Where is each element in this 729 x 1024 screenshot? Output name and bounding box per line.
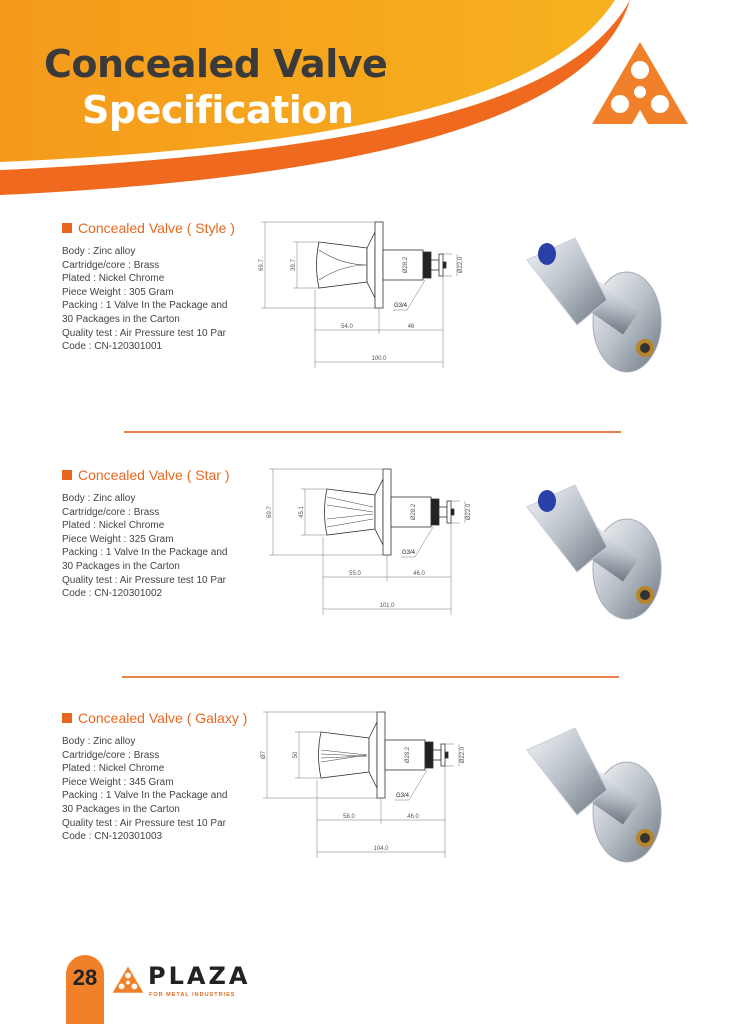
dimension-label: Ø22.0 bbox=[460, 746, 466, 763]
product-section: Concealed Valve ( Galaxy ) Body : Zinc a… bbox=[62, 710, 702, 863]
dimension-label: 54.0 bbox=[341, 324, 353, 330]
spec-line: Body : Zinc alloy bbox=[62, 246, 136, 257]
brand-name: PLAZA bbox=[148, 962, 251, 990]
dimension-label: 45.1 bbox=[299, 506, 305, 518]
divider bbox=[122, 676, 619, 678]
dimension-label: 46.0 bbox=[413, 571, 425, 577]
spec-line: 30 Packages in the Carton bbox=[62, 313, 180, 325]
brand-logo-icon bbox=[592, 42, 688, 124]
spec-line: Quality test : Air Pressure test 10 Par bbox=[62, 327, 226, 339]
product-title: Concealed Valve ( Style ) bbox=[62, 220, 702, 236]
dimension-label: Ø28.2 bbox=[411, 503, 417, 520]
spec-line: Piece Weight : 345 Gram bbox=[62, 776, 174, 788]
brand-tagline: FOR METAL INDUSTRIES bbox=[149, 992, 236, 998]
product-photo-style bbox=[526, 237, 662, 373]
product-title-text: Concealed Valve ( Style ) bbox=[78, 220, 235, 236]
product-photo-galaxy bbox=[526, 727, 662, 863]
spec-line: Body : Zinc alloy bbox=[62, 493, 136, 504]
brand-logo-icon bbox=[112, 966, 144, 993]
spec-line: Plated : Nickel Chrome bbox=[62, 273, 165, 285]
page-subtitle: Specification bbox=[82, 88, 354, 132]
technical-drawing: Ø7 50 Ø28.2 Ø22.0 G3/4 58.0 46.0 104.0 bbox=[261, 711, 466, 858]
technical-drawing: 69.7 45.1 Ø28.2 Ø22.0 G3/4 55.0 46.0 101.0 bbox=[267, 468, 472, 615]
dimension-label: Ø28.2 bbox=[405, 746, 411, 763]
dimension-label: 104.0 bbox=[373, 846, 389, 852]
bullet-square-icon bbox=[62, 470, 72, 480]
divider bbox=[124, 431, 621, 433]
product-title-text: Concealed Valve ( Galaxy ) bbox=[78, 710, 248, 726]
page-title: Concealed Valve bbox=[44, 42, 388, 86]
dimension-label: Ø28.2 bbox=[403, 256, 409, 273]
spec-line: Piece Weight : 325 Gram bbox=[62, 533, 174, 545]
product-section: Concealed Valve ( Star ) Body : Zinc all… bbox=[62, 467, 702, 620]
spec-line: Quality test : Air Pressure test 10 Par bbox=[62, 574, 226, 586]
dimension-label: 69.7 bbox=[259, 259, 265, 271]
spec-line: Packing : 1 Valve In the Package and bbox=[62, 300, 228, 312]
product-photo-star bbox=[526, 484, 662, 620]
spec-line: Cartridge/core : Brass bbox=[62, 506, 160, 518]
dimension-label: 100.0 bbox=[371, 356, 387, 362]
dimension-label: 101.0 bbox=[379, 603, 395, 609]
header-banner bbox=[0, 0, 630, 195]
spec-line: Quality test : Air Pressure test 10 Par bbox=[62, 817, 226, 829]
spec-line: Code : CN-120301001 bbox=[62, 341, 163, 353]
spec-line: Cartridge/core : Brass bbox=[62, 749, 160, 761]
technical-drawing: 69.7 39.7 Ø28.2 Ø22.0 G3/4 54.0 46 100.0 bbox=[259, 221, 464, 368]
bullet-square-icon bbox=[62, 713, 72, 723]
dimension-label: Ø22.0 bbox=[458, 256, 464, 273]
dimension-label: Ø22.0 bbox=[466, 503, 472, 520]
product-section: Concealed Valve ( Style ) Body : Zinc al… bbox=[62, 220, 702, 373]
product-title: Concealed Valve ( Star ) bbox=[62, 467, 702, 483]
bullet-square-icon bbox=[62, 223, 72, 233]
spec-line: 30 Packages in the Carton bbox=[62, 803, 180, 815]
spec-line: Plated : Nickel Chrome bbox=[62, 520, 165, 532]
page-number-tab: 28 bbox=[66, 955, 104, 1024]
spec-line: Packing : 1 Valve In the Package and bbox=[62, 790, 228, 802]
thread-label: G3/4 bbox=[396, 793, 410, 799]
product-title: Concealed Valve ( Galaxy ) bbox=[62, 710, 702, 726]
dimension-label: 50 bbox=[293, 751, 299, 758]
page-number: 28 bbox=[72, 965, 98, 990]
spec-line: Code : CN-120301002 bbox=[62, 588, 163, 600]
spec-line: Packing : 1 Valve In the Package and bbox=[62, 547, 228, 559]
dimension-label: 58.0 bbox=[343, 814, 355, 820]
dimension-label: 46.0 bbox=[407, 814, 419, 820]
spec-line: Piece Weight : 305 Gram bbox=[62, 286, 174, 298]
spec-line: Cartridge/core : Brass bbox=[62, 259, 160, 271]
dimension-label: Ø7 bbox=[261, 750, 267, 759]
spec-line: Body : Zinc alloy bbox=[62, 736, 136, 747]
thread-label: G3/4 bbox=[402, 550, 416, 556]
product-title-text: Concealed Valve ( Star ) bbox=[78, 467, 230, 483]
spec-line: 30 Packages in the Carton bbox=[62, 560, 180, 572]
spec-line: Plated : Nickel Chrome bbox=[62, 763, 165, 775]
thread-label: G3/4 bbox=[394, 303, 408, 309]
dimension-label: 69.7 bbox=[267, 506, 273, 518]
dimension-label: 46 bbox=[408, 324, 415, 330]
spec-line: Code : CN-120301003 bbox=[62, 831, 163, 843]
dimension-label: 39.7 bbox=[291, 259, 297, 271]
dimension-label: 55.0 bbox=[349, 571, 361, 577]
